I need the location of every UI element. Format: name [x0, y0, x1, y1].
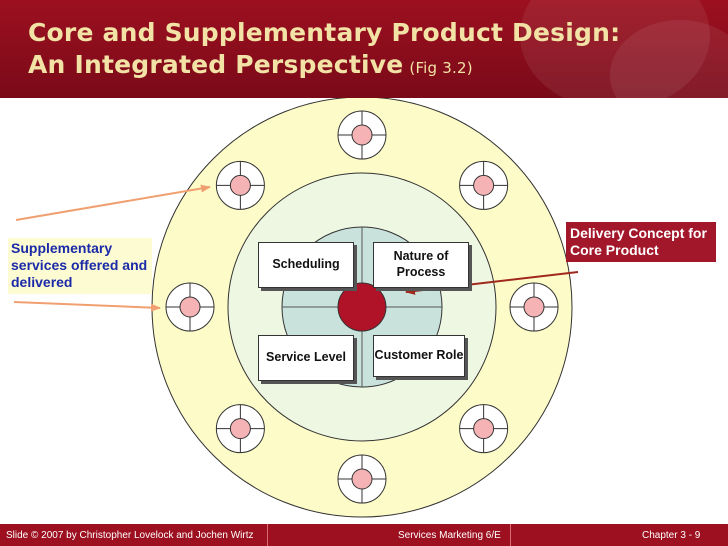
- slide-title-text: An Integrated Perspective: [28, 50, 404, 79]
- petal-core: [179, 296, 201, 318]
- flower-of-service-diagram: [13, 98, 579, 518]
- footer-divider: [267, 524, 268, 546]
- nature-of-process-box: Nature of Process: [373, 242, 469, 288]
- petal: [337, 110, 387, 160]
- delivery-concept-callout: Delivery Concept for Core Product: [566, 222, 716, 263]
- petal-core: [523, 296, 545, 318]
- petal-core: [229, 174, 251, 196]
- slide-number: Chapter 3 - 9: [642, 530, 701, 541]
- petal: [459, 160, 509, 210]
- arrow-to-petal-left: [13, 301, 161, 312]
- scheduling-box: Scheduling: [258, 242, 354, 288]
- petal-core: [229, 418, 251, 440]
- customer-role-box: Customer Role: [373, 335, 465, 377]
- footer-divider: [510, 524, 511, 546]
- petal-core: [351, 468, 373, 490]
- core-product: [337, 282, 387, 332]
- petal-core: [351, 124, 373, 146]
- petal: [337, 454, 387, 504]
- slide-footer: Slide © 2007 by Christopher Lovelock and…: [0, 524, 728, 546]
- banner-decoration: [520, 0, 710, 98]
- slide-title-line-1: Core and Supplementary Product Design:: [28, 18, 621, 47]
- slide-title-line-2: An Integrated Perspective (Fig 3.2): [28, 50, 473, 79]
- supplementary-petals: [165, 110, 559, 504]
- petal: [215, 160, 265, 210]
- petal: [165, 282, 215, 332]
- petal-core: [473, 418, 495, 440]
- supplementary-services-callout: Supplementary services offered and deliv…: [8, 238, 152, 295]
- course-name: Services Marketing 6/E: [398, 530, 501, 541]
- petal: [509, 282, 559, 332]
- service-level-box: Service Level: [258, 335, 354, 381]
- arrow-to-core: [405, 271, 579, 295]
- arrow-to-petal-upper: [15, 184, 211, 221]
- petal-core: [473, 174, 495, 196]
- title-banner: Core and Supplementary Product Design: A…: [0, 0, 728, 98]
- figure-reference: (Fig 3.2): [409, 59, 473, 77]
- copyright-text: Slide © 2007 by Christopher Lovelock and…: [6, 530, 254, 541]
- petal: [215, 404, 265, 454]
- petal: [459, 404, 509, 454]
